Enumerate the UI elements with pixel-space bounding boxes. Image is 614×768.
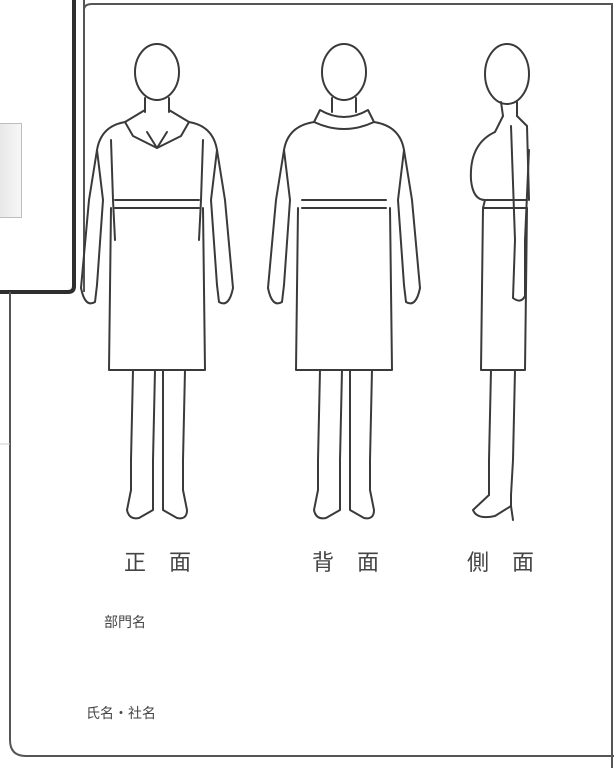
front-view-label: 正 面: [124, 551, 199, 576]
side-view-figure: [469, 43, 530, 521]
front-view-figure: [80, 43, 234, 520]
department-label: 部門名: [104, 615, 146, 631]
back-view-label: 背 面: [312, 551, 387, 576]
side-panel-button[interactable]: [0, 123, 22, 218]
side-view-label: 側 面: [467, 551, 542, 576]
back-view-figure: [267, 43, 421, 520]
name-label: 氏名・社名: [86, 706, 156, 722]
